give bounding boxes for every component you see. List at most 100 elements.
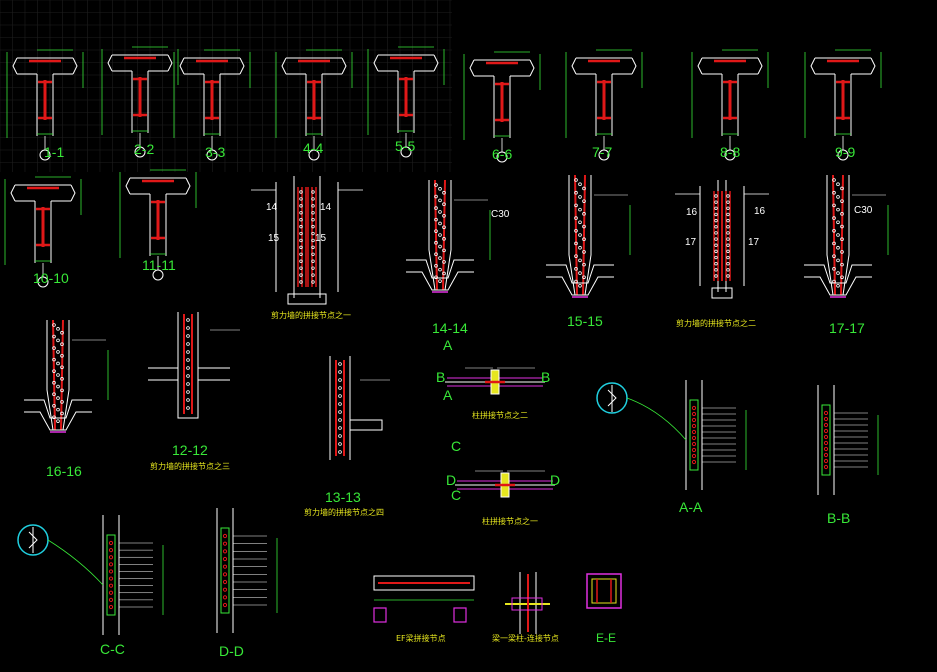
column-outline: [826, 175, 850, 296]
bolt: [311, 204, 315, 208]
aggregate: [840, 186, 844, 191]
end-plate: [453, 607, 467, 623]
bolt: [714, 249, 718, 254]
aggregate: [438, 256, 442, 260]
section-label-4-4: 4-4: [303, 140, 323, 156]
aggregate: [832, 267, 836, 271]
section-row-2: [4, 169, 197, 288]
break-right: [433, 54, 439, 72]
aggregate: [578, 283, 582, 288]
end-plate: [373, 607, 387, 623]
aggregate: [52, 357, 56, 362]
aggregate: [52, 415, 56, 420]
bolt: [691, 429, 697, 435]
bolt: [726, 231, 730, 235]
aggregate: [836, 182, 840, 187]
aggregate: [438, 233, 442, 237]
break-right: [239, 57, 245, 75]
aggregate: [338, 410, 342, 414]
aggregate: [186, 326, 190, 330]
axis-bubble: [598, 149, 610, 161]
colj1-cut-d-right: D: [550, 472, 560, 488]
bolt: [108, 540, 114, 546]
bolt: [714, 237, 718, 241]
aggregate: [56, 384, 60, 389]
splice-plate: [220, 527, 230, 614]
aggregate: [442, 190, 446, 195]
break-right: [70, 184, 76, 202]
aggregate: [582, 199, 586, 203]
section-label-6-6: 6-6: [492, 146, 512, 162]
slab: [24, 399, 92, 419]
aggregate: [60, 365, 64, 370]
section-label-15-15: 15-15: [567, 313, 603, 329]
colj1-cut-d-left: D: [446, 472, 456, 488]
column-splice-2: [445, 367, 545, 395]
section-label-5-5: 5-5: [395, 138, 415, 154]
aggregate: [60, 330, 64, 335]
aggregate: [56, 407, 60, 412]
axis-bubble: [308, 149, 320, 161]
rebar: [442, 179, 446, 291]
column-outline: [568, 175, 592, 296]
base-plate: [711, 287, 733, 299]
section-label-D-D: D-D: [219, 643, 244, 659]
bolt: [823, 422, 829, 428]
colj2-cut-b-right: B: [541, 369, 550, 385]
aggregate: [56, 327, 60, 331]
bolt: [714, 268, 718, 272]
colj2-caption: 柱拼接节点之二: [472, 410, 528, 420]
bolt: [222, 564, 228, 569]
bolt: [311, 266, 315, 270]
aggregate: [56, 350, 60, 354]
beam-elevation: [373, 575, 475, 591]
bolt: [311, 217, 315, 222]
bolt: [691, 423, 697, 429]
c14-concrete-grade: C30: [491, 209, 510, 220]
aggregate: [186, 382, 190, 386]
bolt: [108, 583, 114, 588]
bolt: [299, 273, 303, 277]
aggregate: [582, 212, 586, 216]
aggregate: [56, 361, 60, 366]
slab: [804, 276, 872, 296]
bolt: [823, 410, 829, 416]
aggregate: [582, 224, 586, 229]
bolt: [108, 576, 114, 581]
aggregate: [186, 358, 190, 362]
aggregate: [338, 442, 342, 446]
aggregate: [56, 338, 60, 343]
break-right: [341, 57, 347, 75]
aggregate: [582, 250, 586, 254]
aggregate: [52, 323, 56, 327]
section-C-C: [17, 515, 164, 635]
section-label-1-1: 1-1: [44, 144, 64, 160]
bottom-details: [373, 572, 622, 634]
bolt: [714, 225, 718, 229]
aggregate: [60, 388, 64, 393]
aggregate: [578, 258, 582, 263]
bolt: [311, 259, 315, 263]
bolt: [222, 579, 228, 585]
c12-caption: 剪力墙的拼接节点之三: [150, 461, 230, 471]
bolt: [691, 411, 697, 417]
section-label-7-7: 7-7: [592, 144, 612, 160]
aggregate: [60, 377, 64, 381]
bolt: [299, 224, 303, 229]
break-right: [72, 57, 78, 75]
section-label-2-2: 2-2: [134, 141, 154, 157]
bolt: [311, 224, 315, 229]
section-13-13: [329, 356, 390, 460]
aggregate: [186, 406, 190, 410]
aggregate: [438, 279, 442, 283]
bolt: [299, 190, 303, 194]
axis-bubble: [134, 146, 146, 158]
aggregate: [434, 240, 438, 245]
bolt: [823, 434, 829, 440]
aggregate: [186, 342, 190, 346]
aggregate: [836, 271, 840, 275]
bolt: [311, 197, 315, 201]
bolt: [108, 604, 114, 610]
wall1-label-15a: 15: [268, 233, 280, 244]
splice-plate: [106, 534, 116, 616]
